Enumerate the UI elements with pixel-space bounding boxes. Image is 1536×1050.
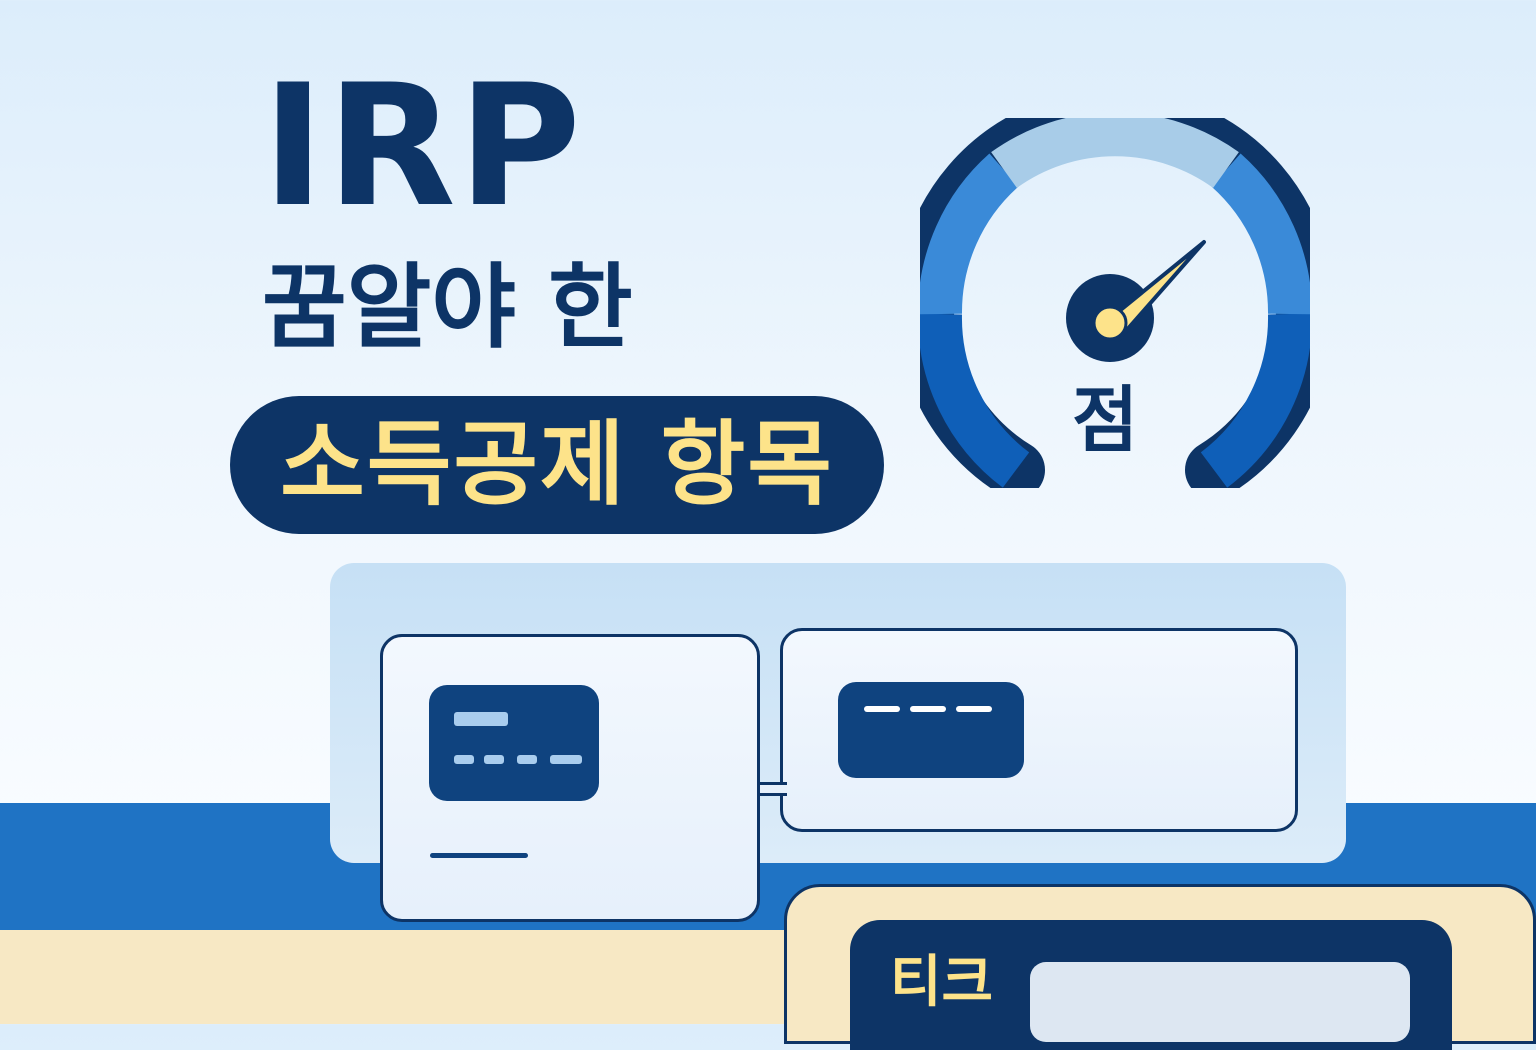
gauge-label: 점 bbox=[1072, 378, 1139, 462]
card-connector bbox=[757, 782, 787, 796]
card-dash bbox=[454, 755, 474, 764]
subtitle: 꿈알야 한 bbox=[262, 254, 633, 361]
card-dash bbox=[484, 755, 504, 764]
card-stripe bbox=[454, 712, 508, 726]
bottom-panel-box bbox=[1030, 962, 1410, 1042]
card-underline bbox=[430, 853, 528, 858]
title-irp: IRP bbox=[262, 48, 583, 244]
chip-dash bbox=[910, 706, 946, 712]
highlight-text: 소득공제 항목 bbox=[280, 411, 834, 518]
card-chip-icon bbox=[838, 682, 1024, 778]
chip-dash bbox=[956, 706, 992, 712]
credit-card-icon bbox=[429, 685, 599, 801]
card-dash bbox=[517, 755, 537, 764]
cream-floor bbox=[0, 930, 800, 1024]
bottom-panel-label: 티크 bbox=[890, 950, 994, 1015]
card-dash bbox=[560, 755, 582, 764]
chip-dash bbox=[864, 706, 900, 712]
highlight-pill: 소득공제 항목 bbox=[230, 396, 884, 534]
gauge-icon bbox=[920, 118, 1310, 488]
